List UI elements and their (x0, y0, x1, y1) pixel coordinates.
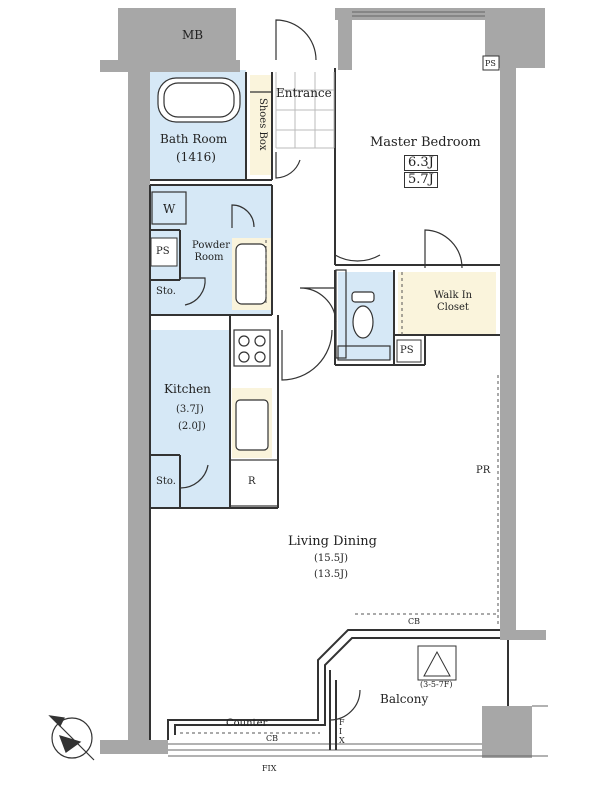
shoes-box-label: Shoes Box (257, 98, 268, 151)
kitchen-size-2: (2.0J) (178, 421, 206, 432)
bathtub (157, 77, 241, 123)
pr-label: PR (476, 465, 491, 476)
mb-label: MB (182, 28, 204, 42)
living-dining-label: Living Dining (288, 534, 377, 549)
refrigerator-box (229, 459, 279, 507)
balcony-walls (167, 629, 509, 750)
fix-label: FIX (262, 764, 277, 773)
powder-room-label: Powder Room (192, 240, 231, 263)
fixtures (151, 77, 391, 507)
dashed-lines (180, 240, 499, 734)
washbasin (235, 243, 267, 305)
ps-label-powder: PS (156, 246, 170, 257)
washer-box (151, 191, 187, 225)
walk-in-closet-label: Walk In Closet (433, 290, 473, 313)
master-bedroom-size-1: 6.3J (404, 155, 438, 171)
master-bedroom-label: Master Bedroom (370, 135, 481, 150)
entrance-label: Entrance (276, 86, 332, 100)
walls (100, 8, 546, 758)
counter-label: Counter (226, 718, 268, 729)
toilet-bowl (352, 305, 374, 339)
hatch (417, 645, 457, 681)
ps-box-powder (150, 237, 178, 267)
storage-label-top: Sto. (156, 286, 176, 297)
ps-label-closet: PS (400, 345, 414, 356)
balcony-label: Balcony (380, 692, 429, 706)
kitchen-label: Kitchen (164, 382, 211, 396)
cooktop (233, 329, 271, 367)
fix-vertical-label: F I X (339, 718, 345, 745)
door-swings (179, 19, 463, 721)
storage-label-bottom: Sto. (156, 476, 176, 487)
windows (168, 11, 548, 757)
ps-box-top (482, 55, 500, 71)
entrance-floor-grid (275, 72, 335, 149)
bath-room-label: Bath Room (160, 132, 228, 146)
cb-label-top: CB (408, 617, 420, 626)
living-dining-size-1: (15.5J) (314, 553, 349, 564)
ps-box-closet (396, 339, 422, 363)
living-dining-size-2: (13.5J) (314, 569, 349, 580)
washer-label: W (163, 202, 176, 216)
sink (235, 399, 269, 451)
balcony-note: (3-5-7F) (420, 680, 453, 689)
toilet-tank (351, 291, 375, 303)
kitchen-size-1: (3.7J) (176, 404, 204, 415)
ps-label-top: PS (485, 59, 496, 68)
hatch-symbol (423, 650, 451, 677)
refrigerator-label: R (248, 476, 256, 487)
compass-icon (48, 715, 95, 761)
cb-label-bottom: CB (266, 734, 278, 743)
bath-room-size: (1416) (176, 150, 216, 164)
master-bedroom-size-2: 5.7J (404, 172, 438, 188)
